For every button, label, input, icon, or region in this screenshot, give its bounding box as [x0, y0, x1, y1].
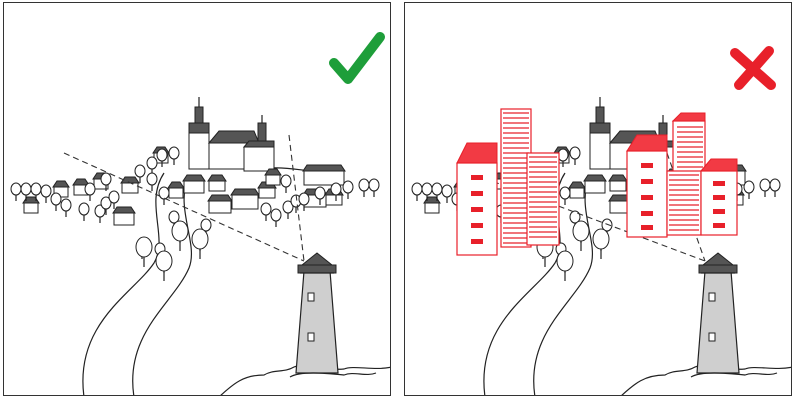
tree — [570, 147, 580, 165]
tree — [192, 229, 208, 259]
tree — [11, 183, 21, 201]
house — [584, 175, 606, 193]
house — [303, 165, 345, 185]
tree — [147, 157, 157, 175]
tree — [369, 179, 379, 197]
high-rise-building — [627, 135, 667, 237]
lookout-tower — [290, 253, 376, 377]
tree — [157, 149, 167, 167]
tree — [156, 251, 172, 281]
tree — [573, 221, 589, 251]
tree — [271, 209, 281, 227]
panel-incorrect — [404, 2, 792, 396]
house — [569, 182, 585, 198]
village-scene — [11, 97, 391, 396]
tree — [770, 179, 780, 197]
high-rise-building — [457, 143, 497, 255]
tree — [172, 221, 188, 251]
tree — [560, 187, 570, 205]
tree — [343, 181, 353, 199]
house — [231, 189, 259, 209]
tree — [136, 237, 152, 267]
tree — [593, 229, 609, 259]
tree — [61, 199, 71, 217]
house — [208, 195, 232, 213]
tree — [281, 175, 291, 193]
tree — [169, 147, 179, 165]
tree — [85, 183, 95, 201]
checkmark-icon — [334, 37, 380, 79]
tree — [51, 193, 61, 211]
church — [189, 97, 274, 171]
cross-icon — [735, 51, 771, 85]
tree — [412, 183, 422, 201]
tree — [442, 185, 452, 203]
tree — [261, 203, 271, 221]
high-rise-building — [701, 159, 737, 235]
lookout-tower — [691, 253, 777, 377]
high-rise-building — [667, 171, 701, 235]
landscape-illustration — [4, 3, 391, 396]
tree — [359, 179, 369, 197]
tree — [557, 251, 573, 281]
house — [609, 175, 627, 191]
building-floors — [503, 113, 529, 243]
house — [424, 197, 440, 213]
tree — [744, 181, 754, 199]
tree — [41, 185, 51, 203]
house — [183, 175, 205, 193]
road-edge — [133, 175, 192, 396]
road-edge — [83, 173, 164, 396]
tree — [147, 173, 157, 191]
house — [208, 175, 226, 191]
landscape-illustration-with-towers — [405, 3, 792, 396]
high-rise-building — [673, 113, 705, 173]
high-rise-building — [527, 153, 559, 245]
tree — [299, 193, 309, 211]
house — [113, 207, 135, 225]
tree — [79, 203, 89, 221]
house — [265, 169, 281, 185]
tree — [760, 179, 770, 197]
panel-correct — [3, 2, 391, 396]
house — [168, 182, 184, 198]
